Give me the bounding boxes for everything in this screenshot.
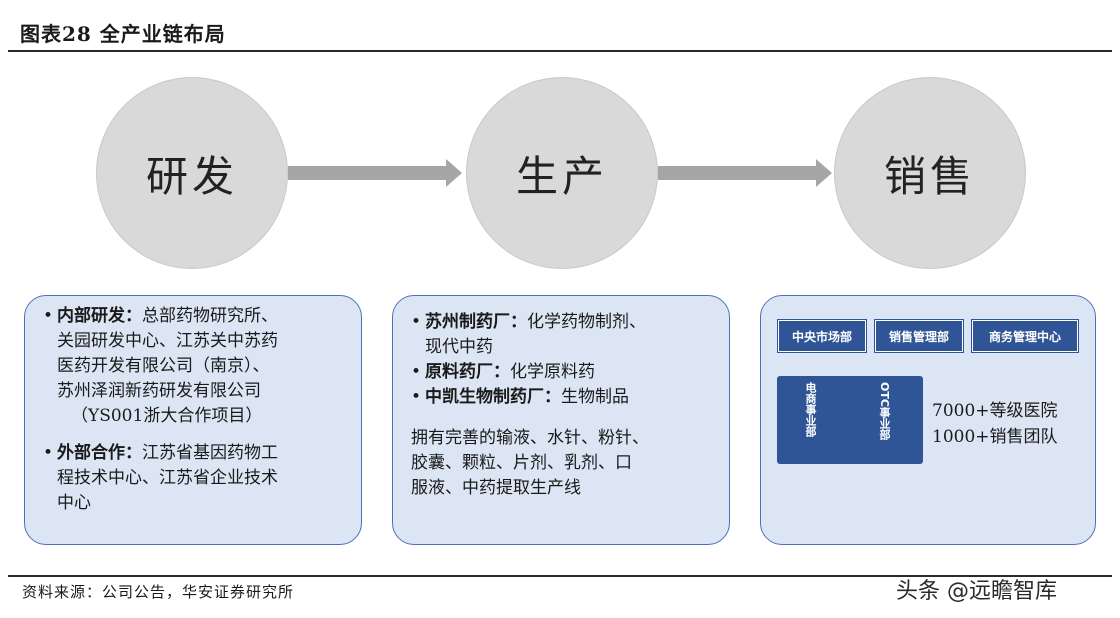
rd-internal-line: 苏州泽润新药研发有限公司: [57, 381, 261, 401]
rd-external-line: 江苏省基因药物工: [142, 443, 278, 463]
factory-api-label: 原料药厂：: [425, 362, 510, 382]
factory-api-text: 化学原料药: [510, 362, 595, 382]
arrow-production-to-sales: [658, 159, 832, 187]
factory-bio-item: • 中凯生物制药厂：生物制品: [411, 385, 719, 410]
top-rule: [8, 50, 1112, 52]
tag-business-management: 商务管理中心: [972, 320, 1078, 352]
factory-suzhou-line: 现代中药: [425, 337, 493, 357]
stage-sales-circle: 销售: [834, 77, 1026, 269]
factory-bio-text: 生物制品: [561, 387, 629, 407]
summary-line: 服液、中药提取生产线: [411, 478, 581, 498]
bullet-dot: •: [411, 362, 422, 382]
rd-internal-label: 内部研发：: [57, 306, 142, 326]
dept-ecommerce: 电商事业部: [804, 382, 817, 437]
factory-bio-label: 中凯生物制药厂：: [425, 387, 561, 407]
stat-hospitals: 7000+等级医院: [932, 401, 1058, 421]
rd-box: • 内部研发：总部药物研究所、 关园研发中心、江苏关中苏药 医药开发有限公司（南…: [24, 295, 362, 545]
rd-external-item: • 外部合作：江苏省基因药物工 程技术中心、江苏省企业技术 中心: [43, 441, 351, 516]
departments-block: [777, 376, 923, 464]
rd-internal-line: 总部药物研究所、: [142, 306, 278, 326]
dept-otc: OTC事业部: [878, 382, 891, 440]
factory-api-item: • 原料药厂：化学原料药: [411, 360, 719, 385]
rd-internal-line: 关园研发中心、江苏关中苏药: [57, 331, 278, 351]
tag-central-market: 中央市场部: [778, 320, 866, 352]
rd-internal-item: • 内部研发：总部药物研究所、 关园研发中心、江苏关中苏药 医药开发有限公司（南…: [43, 304, 351, 404]
bullet-dot: •: [43, 443, 54, 463]
bullet-dot: •: [411, 387, 422, 407]
production-lines-summary: 拥有完善的输液、水针、粉针、 胶囊、颗粒、片剂、乳剂、口 服液、中药提取生产线: [411, 426, 719, 501]
production-box: • 苏州制药厂：化学药物制剂、 现代中药 • 原料药厂：化学原料药 • 中凯生物…: [392, 295, 730, 545]
rd-external-line: 中心: [57, 493, 91, 513]
summary-line: 拥有完善的输液、水针、粉针、: [411, 428, 649, 448]
factory-suzhou-label: 苏州制药厂：: [425, 312, 527, 332]
factory-suzhou-item: • 苏州制药厂：化学药物制剂、 现代中药: [411, 310, 719, 360]
tag-sales-management: 销售管理部: [875, 320, 963, 352]
factory-suzhou-line: 化学药物制剂、: [527, 312, 646, 332]
arrow-rd-to-production: [288, 159, 462, 187]
figure-title: 图表28 全产业链布局: [20, 22, 226, 46]
bullet-dot: •: [43, 306, 54, 326]
bottom-rule: [8, 575, 1112, 577]
sales-stats: 7000+等级医院 1000+销售团队: [932, 398, 1058, 450]
stat-sales-team: 1000+销售团队: [932, 427, 1058, 447]
rd-external-label: 外部合作：: [57, 443, 142, 463]
rd-external-line: 程技术中心、江苏省企业技术: [57, 468, 278, 488]
rd-internal-line: 医药开发有限公司（南京）、: [57, 356, 270, 376]
source-note: 资料来源：公司公告，华安证券研究所: [22, 583, 295, 601]
stage-production-circle: 生产: [466, 77, 658, 269]
watermark: 头条 @远瞻智库: [896, 579, 1057, 604]
rd-internal-project: （YS001浙大合作项目）: [71, 406, 263, 426]
stage-rd-circle: 研发: [96, 77, 288, 269]
summary-line: 胶囊、颗粒、片剂、乳剂、口: [411, 453, 632, 473]
bullet-dot: •: [411, 312, 422, 332]
